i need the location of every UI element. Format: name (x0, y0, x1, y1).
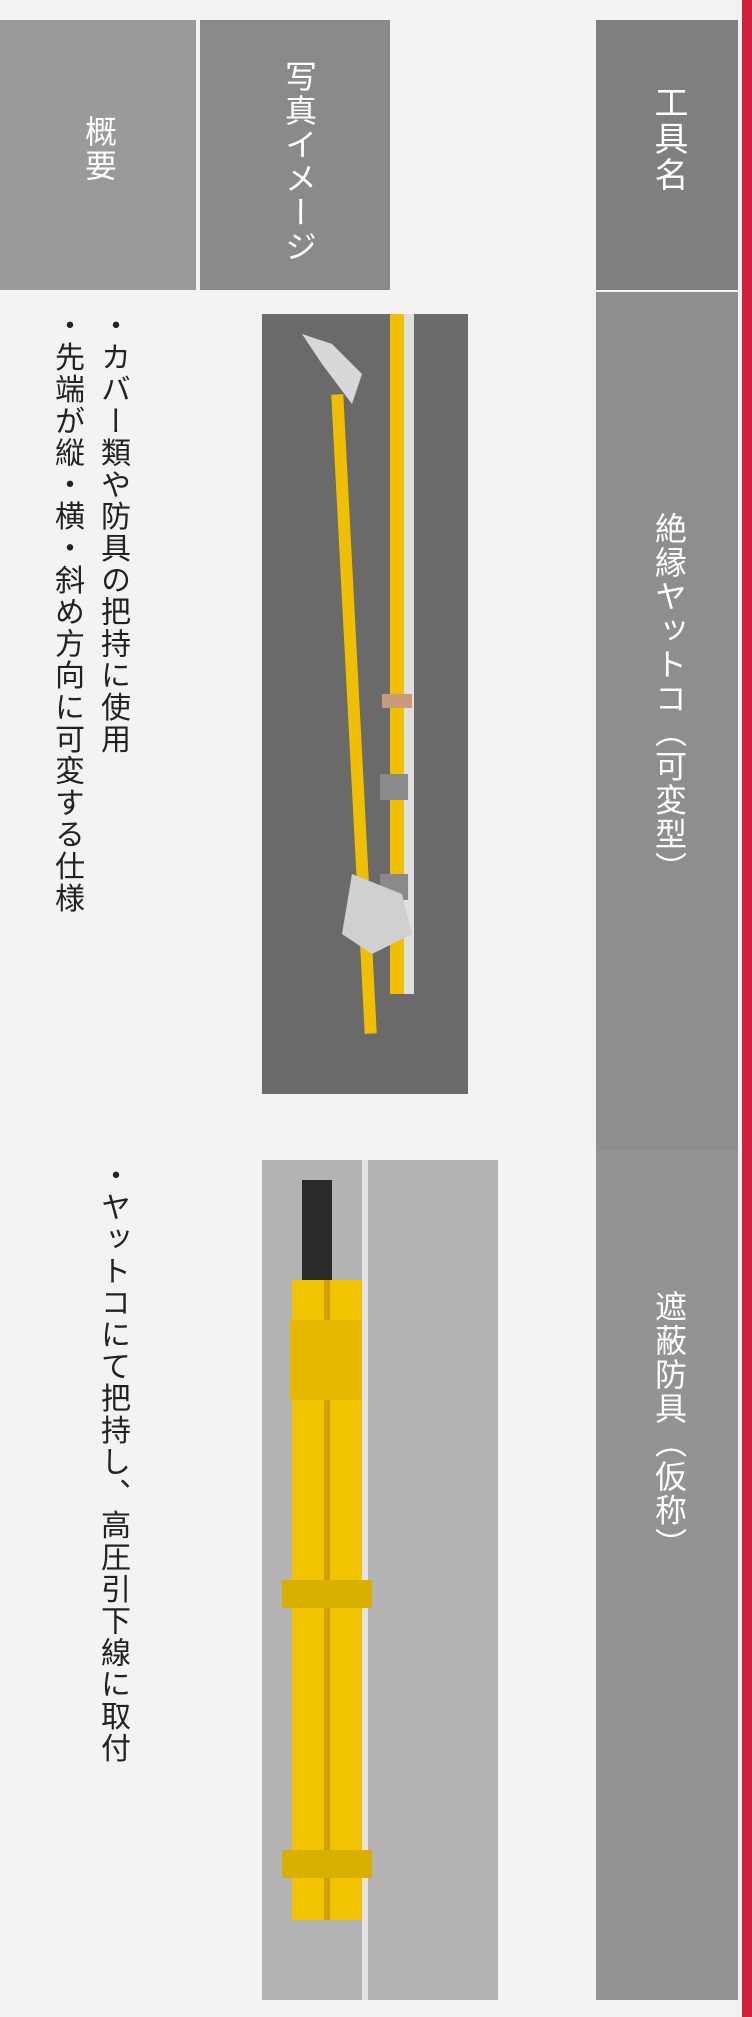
tool-name-2: 遮蔽防具（仮称） (650, 1290, 688, 1562)
header-summary: 概要 (80, 115, 118, 183)
header-photo: 写真イメージ (280, 60, 318, 264)
tool-note-1-1: ・カバー類や防具の把持に使用 (95, 310, 130, 756)
tool-name-1: 絶縁ヤットコ（可変型） (650, 512, 688, 886)
header-summary-cell: 概要 (0, 20, 196, 290)
tool-name-cell-2: 遮蔽防具（仮称） (596, 1150, 738, 2000)
tool-note-1-2: ・先端が縦・横・斜め方向に可変する仕様 (49, 310, 84, 915)
header-photo-cell: 写真イメージ (200, 20, 390, 290)
tool-photo-2 (262, 1160, 498, 2000)
tool-name-cell-1: 絶縁ヤットコ（可変型） (596, 292, 738, 1152)
header-tool-name: 工具名 (648, 85, 688, 194)
header-tool-name-cell: 工具名 (596, 20, 738, 290)
tool-photo-1 (262, 314, 468, 1094)
tool-note-2-1: ・ヤットコにて把持し、高圧引下線に取付 (95, 1160, 130, 1765)
accent-border (742, 0, 752, 2017)
